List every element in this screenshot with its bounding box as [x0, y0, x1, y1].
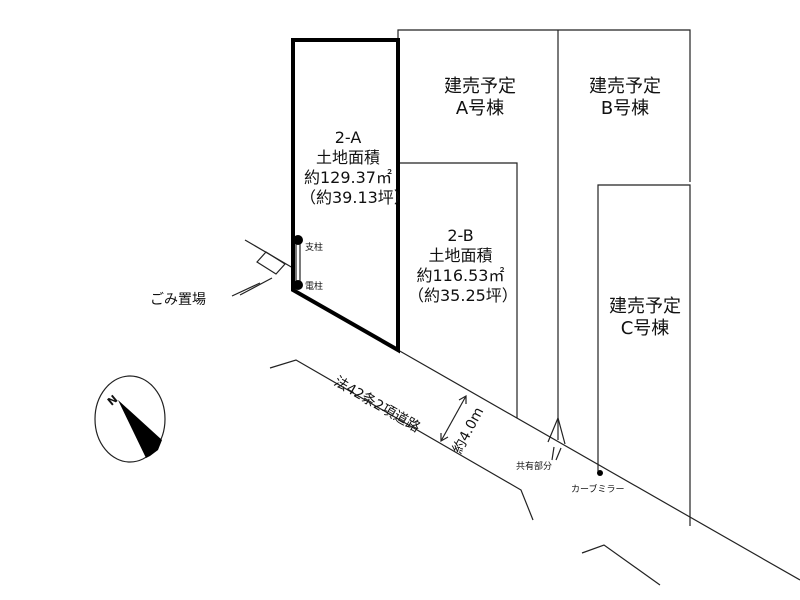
shared-part-label: 共有部分 [516, 462, 553, 472]
curve-mirror-dot [597, 470, 603, 476]
curve-mirror-label: カーブミラー [571, 485, 625, 495]
lot-2a-boundary [291, 38, 400, 354]
lot-2a-label: 2-A 土地面積 約129.37㎡ （約39.13坪） [300, 128, 410, 208]
road-corner-edge [581, 544, 661, 586]
lot-a-b-boundary [397, 29, 691, 182]
garbage-leader [231, 282, 261, 297]
north-arrow-icon [118, 400, 162, 458]
lot-2a-name: 2-A [334, 128, 362, 147]
road-upper-edge [397, 349, 800, 581]
road-width-dimension [440, 395, 467, 442]
garbage-box [256, 251, 286, 275]
planned-a-line1: 建売予定 [444, 76, 516, 97]
shared-part-marker [547, 416, 566, 445]
planned-a-label: 建売予定 A号棟 [430, 76, 530, 120]
utility-pole-label: 電柱 [305, 282, 324, 292]
planned-c-label: 建売予定 C号棟 [595, 296, 695, 340]
planned-b-line2: B号棟 [600, 98, 650, 119]
planned-c-line1: 建売予定 [609, 296, 681, 317]
lot-2b-label: 2-B 土地面積 約116.53㎡ （約35.25坪） [408, 226, 518, 306]
planned-a-line2: A号棟 [455, 98, 505, 119]
utility-pole-dot [293, 280, 303, 290]
lot-2a-area-tsubo: （約39.13坪） [300, 188, 410, 207]
road-lower-edge [269, 359, 534, 521]
lot-2a-area-sqm: 約129.37㎡ [304, 168, 392, 187]
compass-circle [94, 375, 166, 463]
planned-c-line2: C号棟 [620, 318, 670, 339]
lot-2a-area-label: 土地面積 [315, 148, 380, 167]
planned-b-label: 建売予定 B号棟 [575, 76, 675, 120]
lot-2b-area-sqm: 約116.53㎡ [416, 266, 505, 285]
lot-2b-name: 2-B [447, 226, 474, 245]
lot-2b-area-label: 土地面積 [428, 246, 493, 265]
garbage-label: ごみ置場 [150, 292, 206, 308]
lot-c-boundary [597, 184, 691, 526]
support-pole-label: 支柱 [305, 243, 324, 253]
planned-b-line1: 建売予定 [589, 76, 661, 97]
lot-2b-boundary [398, 162, 518, 418]
lot-2b-area-tsubo: （約35.25坪） [408, 286, 518, 305]
support-pole-dot [293, 235, 303, 245]
